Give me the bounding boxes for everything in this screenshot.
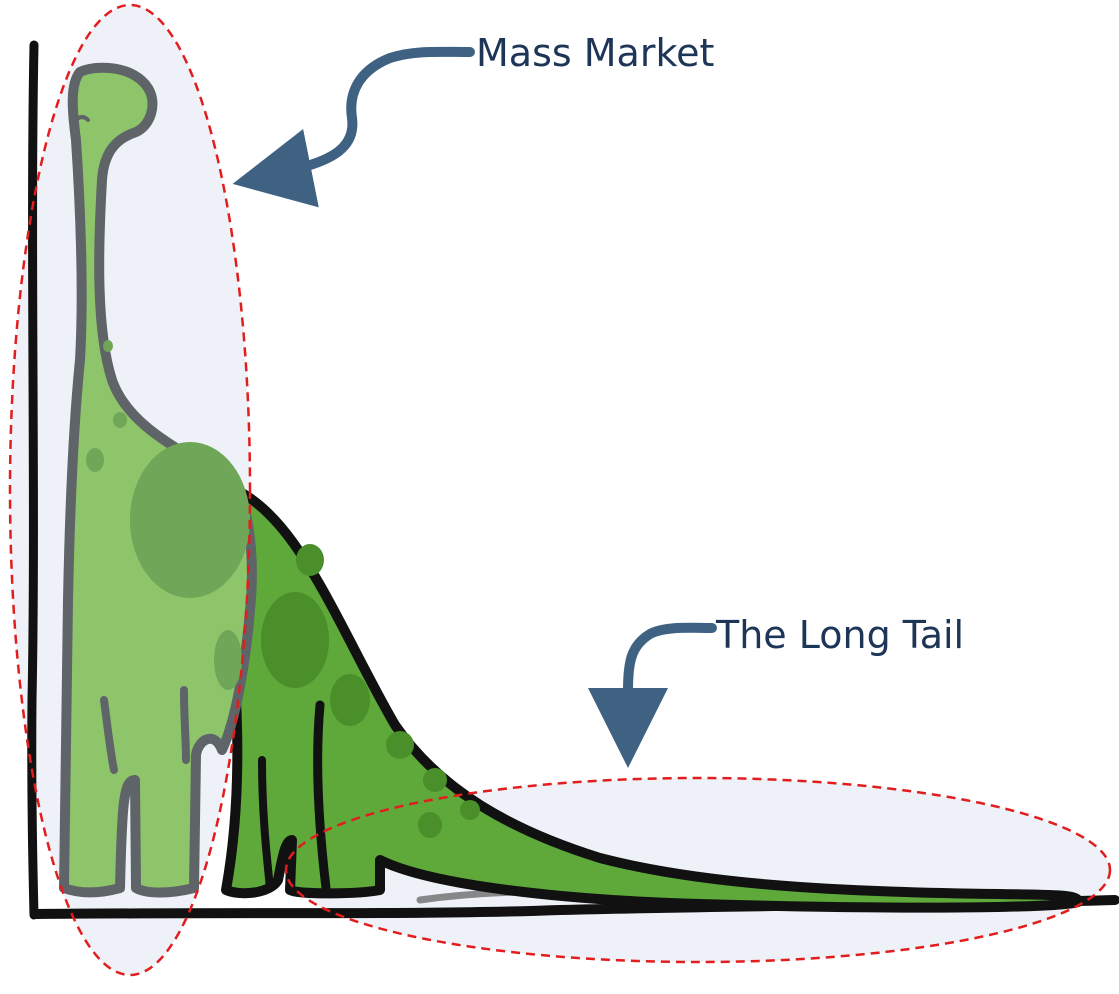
long-tail-arrow-icon <box>628 628 712 738</box>
mass-market-arrow-icon <box>262 52 470 178</box>
long-tail-label: The Long Tail <box>715 613 964 657</box>
mass-market-label: Mass Market <box>476 31 714 75</box>
dinosaur-front-leg-line-2 <box>184 690 186 760</box>
